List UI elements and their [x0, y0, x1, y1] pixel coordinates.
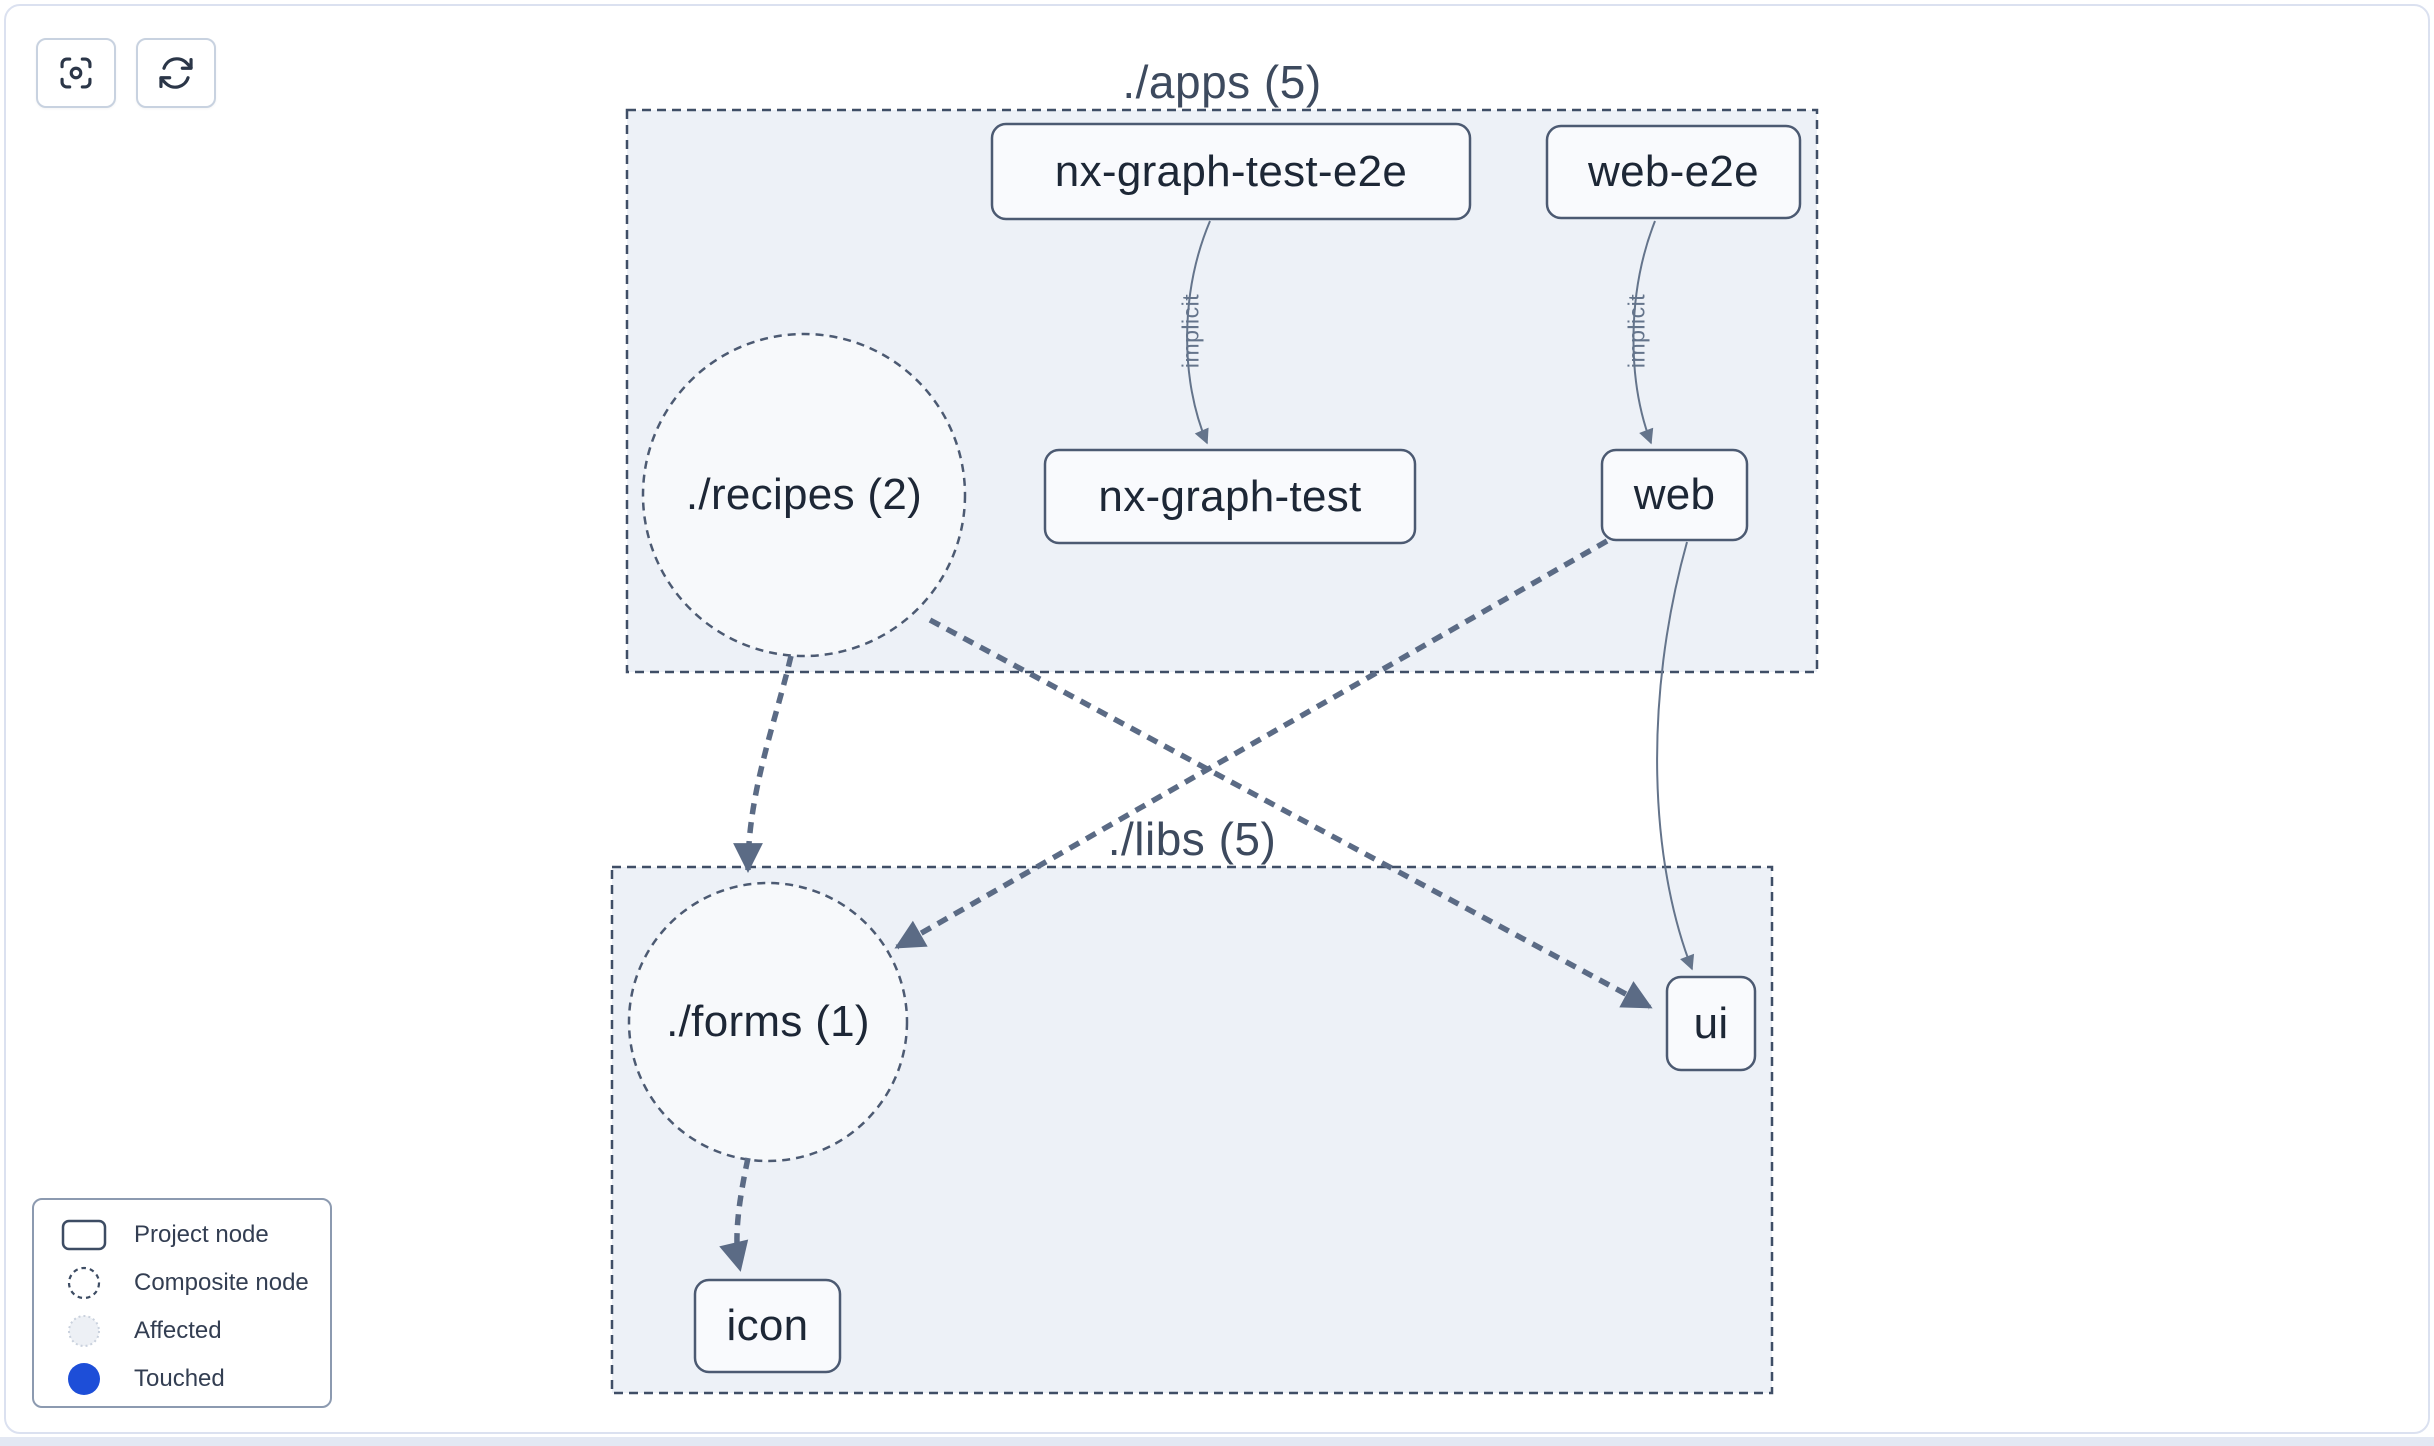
composite-node-recipes[interactable]: ./recipes (2): [685, 470, 923, 519]
legend-row-affected: Affected: [34, 1307, 330, 1355]
project-node-web-e2e[interactable]: web-e2e: [1588, 147, 1759, 196]
project-node-ui[interactable]: ui: [1693, 998, 1729, 1048]
edge-nx-graph-test-e2e-to-nx-graph-test[interactable]: [1186, 220, 1211, 445]
focus-button[interactable]: [36, 38, 116, 108]
edge-web-e2e-to-web[interactable]: [1632, 220, 1656, 445]
legend: Project node Composite node Affected Tou…: [32, 1198, 332, 1408]
composite-node-swatch: [61, 1265, 107, 1301]
project-node-nx-graph-test-e2e[interactable]: nx-graph-test-e2e: [1054, 146, 1408, 196]
legend-label: Composite node: [134, 1269, 309, 1296]
focus-icon: [60, 57, 92, 89]
project-node-nx-graph-test[interactable]: nx-graph-test: [1098, 471, 1362, 521]
legend-row-composite-node: Composite node: [34, 1259, 330, 1307]
group-label-libs: ./libs (5): [1107, 813, 1277, 865]
bottom-strip: [0, 1437, 2434, 1446]
legend-row-touched: Touched: [34, 1355, 330, 1403]
edge-web-to-forms[interactable]: [894, 538, 1609, 950]
edge-label-implicit-1: implicit: [1177, 293, 1204, 369]
legend-row-project-node: Project node: [34, 1211, 330, 1259]
project-node-swatch: [61, 1219, 107, 1251]
edge-web-to-ui[interactable]: [1656, 541, 1695, 971]
refresh-icon: [159, 57, 193, 89]
project-node-icon[interactable]: icon: [726, 1301, 809, 1350]
project-node-web[interactable]: web: [1633, 470, 1716, 519]
legend-label: Touched: [134, 1365, 225, 1392]
legend-label: Affected: [134, 1317, 222, 1344]
refresh-button[interactable]: [136, 38, 216, 108]
group-label-apps: ./apps (5): [1122, 56, 1322, 108]
composite-node-forms[interactable]: ./forms (1): [666, 997, 870, 1046]
edge-label-implicit-2: implicit: [1623, 293, 1650, 369]
edge-recipes-to-ui[interactable]: [928, 617, 1653, 1010]
affected-swatch: [61, 1313, 107, 1349]
touched-swatch: [61, 1361, 107, 1397]
edge-recipes-to-forms[interactable]: [733, 655, 794, 873]
edge-forms-to-icon[interactable]: [719, 1157, 751, 1272]
legend-label: Project node: [134, 1221, 269, 1248]
